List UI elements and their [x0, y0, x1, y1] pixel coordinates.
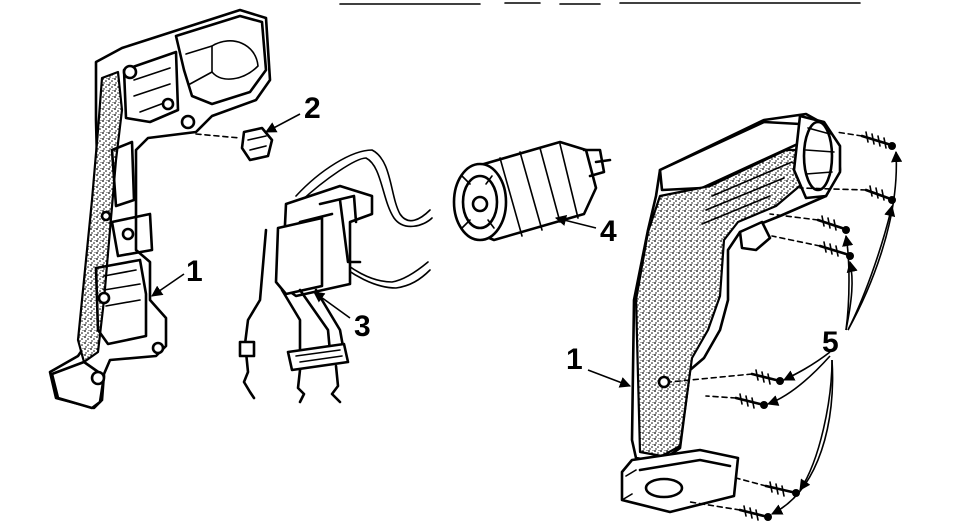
housing-half-left — [48, 8, 272, 410]
leader-lines — [151, 113, 903, 515]
spring-clip-part — [195, 126, 274, 162]
callout-5: 5 — [822, 326, 839, 359]
housing-assembled-right — [620, 112, 842, 514]
motor-part — [452, 140, 612, 242]
callout-4: 4 — [600, 215, 617, 248]
screw — [738, 505, 772, 521]
screw — [864, 185, 896, 204]
screw — [764, 481, 800, 497]
screw — [734, 393, 768, 409]
screw — [816, 215, 850, 234]
screws-part — [669, 131, 896, 521]
screw — [860, 131, 896, 150]
top-edge-fragment — [339, 2, 861, 5]
callout-1-right: 1 — [566, 343, 583, 376]
screw — [750, 369, 784, 385]
callout-1-left: 1 — [186, 255, 203, 288]
trigger-switch-assembly — [238, 149, 433, 404]
callout-3: 3 — [354, 310, 371, 343]
callout-2: 2 — [304, 92, 321, 125]
